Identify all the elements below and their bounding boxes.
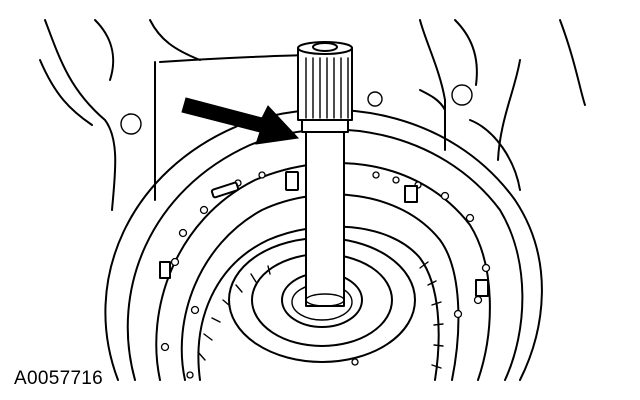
figure-reference-code: A0057716	[14, 368, 104, 389]
drum-tabs	[159, 171, 489, 297]
callout-arrow	[181, 97, 300, 145]
input-shaft	[297, 41, 353, 307]
housing-casting	[39, 19, 586, 211]
